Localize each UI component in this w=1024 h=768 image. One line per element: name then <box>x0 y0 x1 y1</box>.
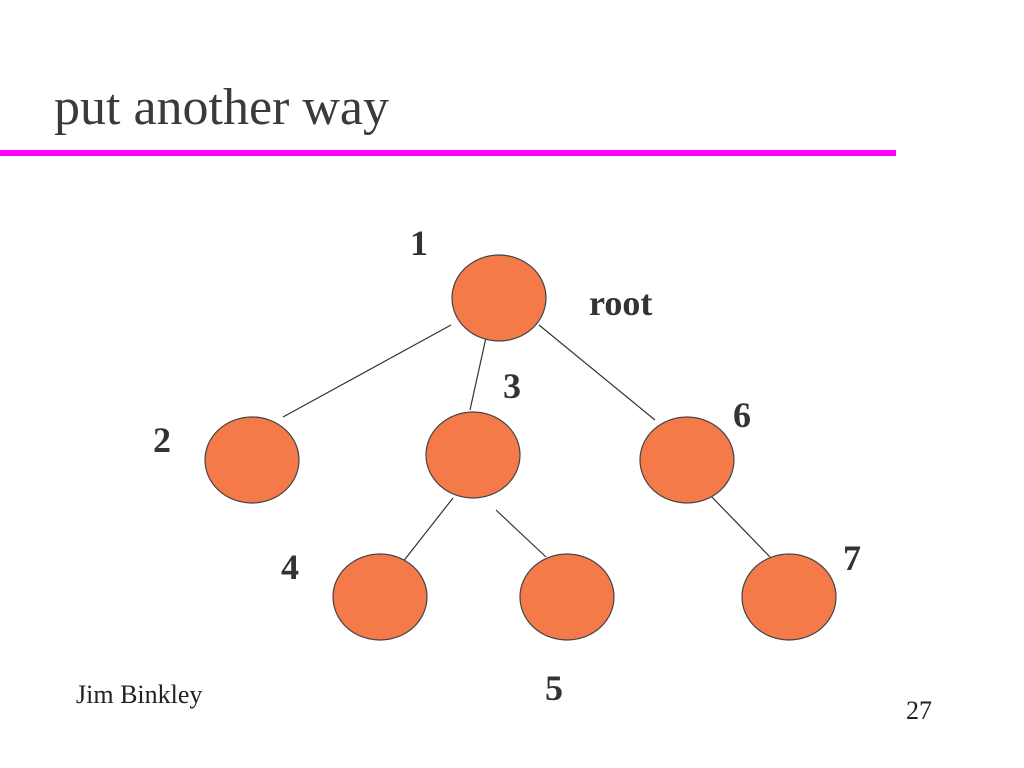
edge-3-5 <box>495 509 547 558</box>
tree-node-4 <box>332 553 428 641</box>
footer-page-number: 27 <box>906 696 932 725</box>
tree-node-7 <box>741 553 837 641</box>
edge-1-6 <box>538 324 656 421</box>
node-label-1: 1 <box>410 223 428 263</box>
edge-1-3 <box>469 332 488 411</box>
node-label-6: 6 <box>733 395 751 435</box>
tree-node-2 <box>204 416 300 504</box>
node-label-4: 4 <box>281 547 299 587</box>
node-label-3: 3 <box>503 366 521 406</box>
nodes-layer <box>204 254 837 641</box>
tree-node-1 <box>451 254 547 342</box>
node-label-5: 5 <box>545 668 563 708</box>
edges-layer <box>282 324 771 564</box>
root-label: root <box>589 283 652 323</box>
labels-layer: 1 2 3 4 5 6 7 <box>153 223 861 708</box>
edge-3-4 <box>401 497 454 564</box>
tree-node-6 <box>639 416 735 504</box>
node-label-7: 7 <box>843 538 861 578</box>
title-underline <box>0 150 896 156</box>
slide-title: put another way <box>54 79 390 136</box>
tree-node-3 <box>425 411 521 499</box>
tree-node-5 <box>519 553 615 641</box>
edge-1-2 <box>282 324 452 418</box>
footer-author: Jim Binkley <box>76 680 203 709</box>
node-label-2: 2 <box>153 420 171 460</box>
edge-6-7 <box>707 492 771 558</box>
